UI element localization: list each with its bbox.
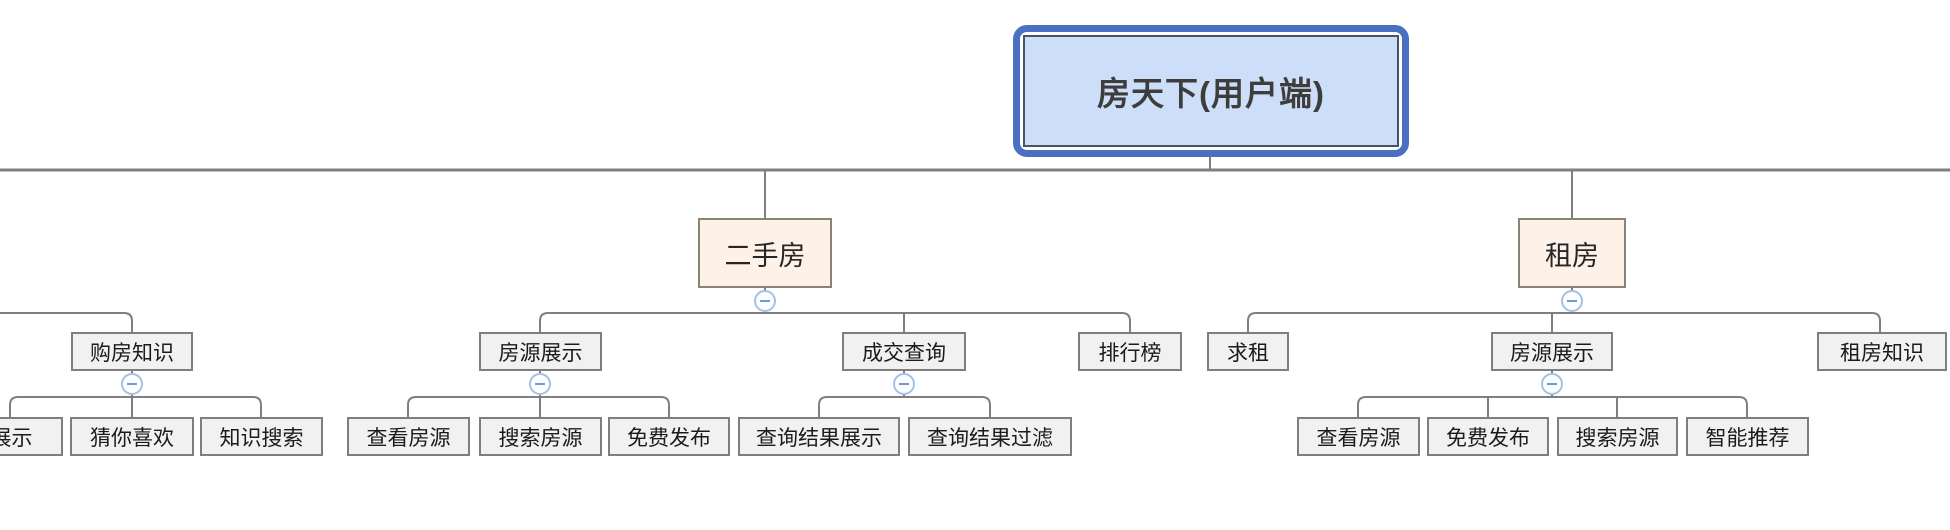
minus-circle-icon (760, 299, 770, 302)
minus-circle-icon (1567, 299, 1577, 302)
topic-smart-recommend[interactable]: 智能推荐 (1686, 417, 1809, 456)
topic-label: 搜索房源 (1575, 426, 1660, 450)
topic-search-listings-1[interactable]: 搜索房源 (479, 417, 602, 456)
topic-free-publish-2[interactable]: 免费发布 (1427, 417, 1549, 456)
topic-listing-display-1[interactable]: 房源展示 (479, 332, 602, 371)
topic-renting[interactable]: 租房 (1518, 218, 1626, 288)
minus-circle-icon (899, 383, 909, 385)
topic-label: 查询结果展示 (756, 426, 882, 450)
topic-ranking[interactable]: 排行榜 (1078, 332, 1182, 371)
collapse-button-listing-display-2[interactable] (1541, 373, 1563, 395)
connector-segment (818, 396, 991, 417)
topic-search-listings-2[interactable]: 搜索房源 (1557, 417, 1678, 456)
minus-circle-icon (1547, 383, 1557, 385)
topic-label: 成交查询 (862, 341, 946, 365)
connector-segment (1357, 396, 1748, 417)
topic-renting-knowledge[interactable]: 租房知识 (1817, 332, 1947, 371)
collapse-button-listing-display-1[interactable] (529, 373, 551, 395)
topic-label: 排行榜 (1098, 341, 1162, 365)
topic-buying-knowledge[interactable]: 购房知识 (71, 332, 193, 371)
topic-label: 房天下(用户端) (1097, 75, 1325, 112)
topic-label: 查询结果过滤 (927, 426, 1053, 450)
collapse-button-deal-query[interactable] (893, 373, 915, 395)
topic-label: 查看房源 (366, 426, 451, 450)
connector-segment (9, 396, 262, 417)
collapse-button-second-hand-house[interactable] (754, 289, 776, 312)
topic-label: 搜索房源 (498, 426, 583, 450)
topic-label: 知识搜索 (219, 426, 304, 450)
topic-free-publish-1[interactable]: 免费发布 (608, 417, 730, 456)
topic-root[interactable]: 房天下(用户端) (1013, 25, 1409, 157)
topic-guess-you-like[interactable]: 猜你喜欢 (70, 417, 194, 456)
topic-label: 租房 (1545, 240, 1599, 271)
topic-label: 租房知识 (1840, 341, 1924, 365)
topic-label: 免费发布 (627, 426, 711, 450)
topic-label: 猜你喜欢 (90, 426, 174, 450)
topic-query-result-filter[interactable]: 查询结果过滤 (908, 417, 1072, 456)
connector-segment (407, 396, 670, 417)
topic-second-hand-house[interactable]: 二手房 (698, 218, 832, 288)
topic-label: 购房知识 (90, 341, 174, 365)
topic-root-box: 房天下(用户端) (1023, 35, 1399, 147)
topic-label: 免费发布 (1446, 426, 1530, 450)
connector-segment (0, 312, 133, 332)
topic-label: 智能推荐 (1705, 426, 1790, 450)
topic-view-listings-2[interactable]: 查看房源 (1297, 417, 1420, 456)
topic-label: 求租 (1227, 341, 1269, 365)
connector-segment (1247, 312, 1881, 332)
connector-segment (539, 312, 1131, 332)
topic-deal-query[interactable]: 成交查询 (842, 332, 966, 371)
topic-query-result-display[interactable]: 查询结果展示 (738, 417, 900, 456)
topic-listing-display-2[interactable]: 房源展示 (1491, 332, 1613, 371)
collapse-button-renting[interactable] (1561, 289, 1583, 312)
topic-view-listings-1[interactable]: 查看房源 (347, 417, 470, 456)
topic-label: 展示 (0, 426, 33, 450)
minus-circle-icon (127, 383, 137, 385)
topic-display[interactable]: 展示 (0, 417, 63, 456)
topic-label: 房源展示 (498, 341, 583, 365)
topic-rent-seeking[interactable]: 求租 (1207, 332, 1289, 371)
collapse-button-buying-knowledge[interactable] (121, 373, 143, 395)
topic-label: 二手房 (724, 240, 806, 271)
topic-label: 房源展示 (1510, 341, 1594, 365)
topic-knowledge-search[interactable]: 知识搜索 (200, 417, 323, 456)
minus-circle-icon (535, 383, 545, 385)
topic-label: 查看房源 (1316, 426, 1401, 450)
